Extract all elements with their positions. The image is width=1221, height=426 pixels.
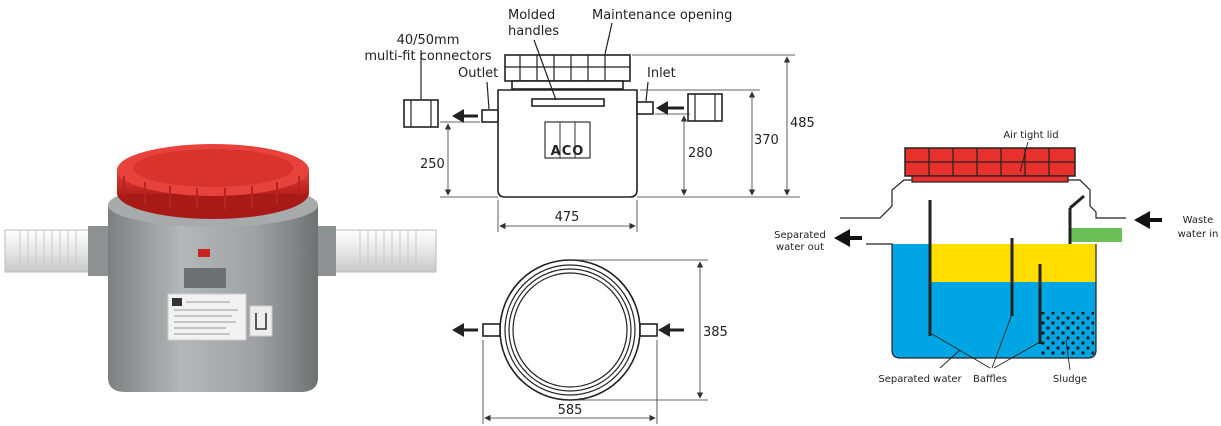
dim-250-label: 250: [420, 157, 445, 172]
waste-in-arrow: [1134, 211, 1162, 229]
inflow-water: [1070, 228, 1122, 242]
side-view-lid: [504, 54, 631, 82]
inlet-label: Inlet: [647, 66, 676, 81]
inlet-deflector: [1069, 194, 1085, 210]
waste-in-label-line2: water in: [1178, 229, 1219, 240]
sludge-label: Sludge: [1053, 374, 1087, 385]
side-view-handle: [531, 98, 605, 107]
sludge-leader: [1065, 339, 1071, 371]
right-connector-pipe: [306, 226, 437, 276]
baffles-leader-1: [931, 333, 991, 369]
dim-280-label: 280: [688, 146, 713, 161]
side-view-drawing: ACO: [364, 8, 815, 232]
aco-logo-text: ACO: [551, 144, 585, 159]
baffles-leader-2: [991, 313, 1013, 369]
dim-370-label: 370: [754, 133, 779, 148]
baffles-leader-3: [993, 341, 1041, 369]
connectors-label-line1: 40/50mm: [397, 33, 460, 48]
inlet-stub: [636, 101, 654, 115]
dim-585-label: 585: [558, 403, 583, 418]
outlet-stub: [481, 109, 499, 123]
baffles-label: Baffles: [973, 374, 1007, 385]
inlet-leader: [645, 81, 649, 102]
dim-385-label: 385: [703, 325, 728, 340]
product-photo: [4, 144, 437, 392]
separated-water-leader: [939, 349, 961, 369]
separated-out-label-line2: water out: [776, 242, 824, 253]
left-connector-pipe: [4, 226, 116, 276]
molded-label-line2: handles: [508, 24, 559, 39]
separated-out-arrow: [834, 229, 862, 247]
right-connector-drawing: [687, 93, 723, 122]
connectors-label-line2: multi-fit connectors: [364, 49, 491, 64]
top-inlet-arrow: [658, 323, 684, 337]
left-connector-drawing: [403, 99, 439, 128]
lid-label: Air tight lid: [1003, 130, 1058, 141]
outlet-flow-arrow: [452, 109, 478, 123]
molded-handles-leader: [533, 39, 557, 101]
dim-485-label: 485: [790, 116, 815, 131]
outlet-leader: [486, 81, 490, 110]
product-handle-slot: [184, 268, 226, 288]
airtight-lid: [904, 147, 1076, 183]
top-outlet-arrow: [452, 323, 478, 337]
aco-logo: ACO: [544, 121, 591, 159]
separated-water-label: Separated water: [878, 374, 962, 385]
product-label-sticker: [167, 293, 247, 341]
maintenance-label: Maintenance opening: [592, 8, 732, 23]
inlet-flow-arrow: [656, 101, 684, 115]
molded-label-line1: Molded: [508, 8, 555, 23]
maintenance-leader: [604, 22, 613, 55]
top-view-drawing: 385 585: [452, 259, 728, 424]
top-outlet-stub: [482, 323, 501, 337]
product-lid: [117, 144, 309, 219]
top-inlet-stub: [639, 323, 658, 337]
cross-section-diagram: Air tight lid Separated water out Waste …: [774, 130, 1218, 385]
lid-leader: [1019, 141, 1029, 173]
outlet-label: Outlet: [458, 66, 498, 81]
dim-475-label: 475: [555, 210, 580, 225]
waste-in-label-line1: Waste: [1183, 215, 1214, 226]
separated-out-label-line1: Separated: [774, 230, 826, 241]
